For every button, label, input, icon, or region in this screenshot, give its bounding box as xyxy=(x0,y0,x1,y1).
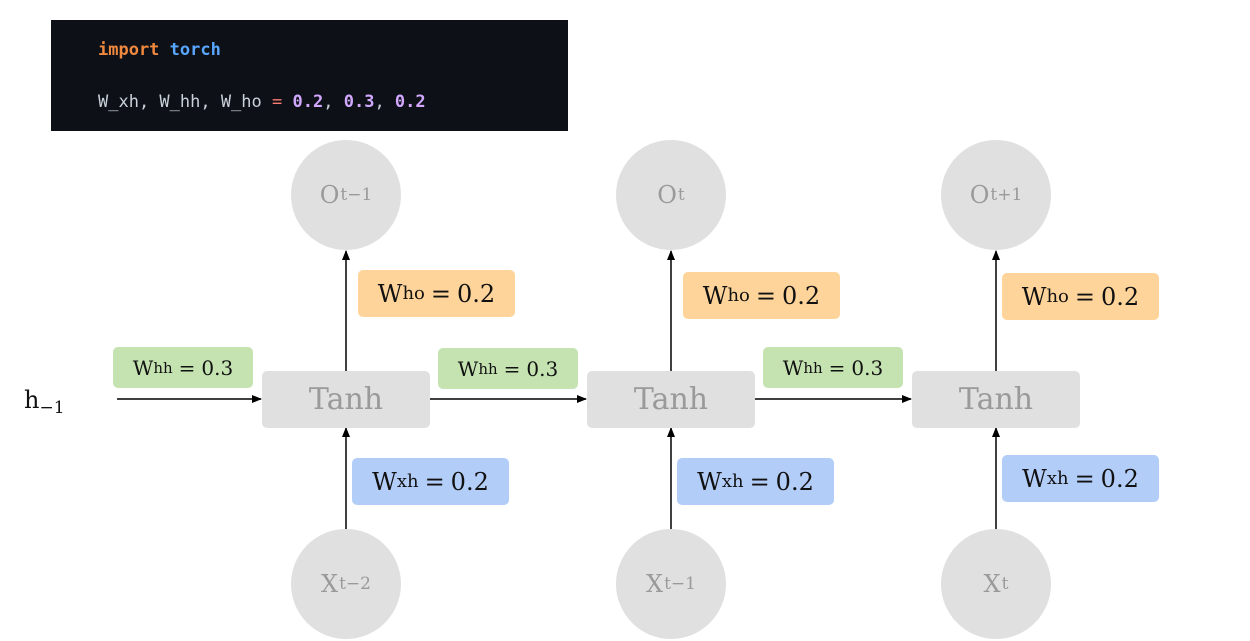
w-sub: hh xyxy=(478,359,498,378)
w-base: W xyxy=(697,467,722,496)
tanh-cell-3: Tanh xyxy=(912,371,1080,428)
output-3-base: O xyxy=(969,181,990,209)
code-vars: W_xh, W_hh, W_ho xyxy=(98,92,262,112)
input-2-base: X xyxy=(646,570,664,598)
w-eq: = xyxy=(828,355,846,380)
code-value-3: 0.2 xyxy=(394,92,426,112)
w-base: W xyxy=(457,356,479,381)
code-line-weights: W_xh, W_hh, W_ho = 0.2, 0.3, 0.2 xyxy=(98,92,426,112)
w-value: 0.2 xyxy=(450,467,489,496)
w-base: W xyxy=(1022,464,1047,493)
w-base: W xyxy=(377,279,403,308)
w-sub: xh xyxy=(396,471,419,492)
code-sep-1: , xyxy=(323,92,344,112)
w-eq: = xyxy=(424,467,445,496)
w-base: W xyxy=(782,355,804,380)
w-value: 0.3 xyxy=(526,356,559,381)
w-value: 0.2 xyxy=(1100,464,1139,493)
w-sub: hh xyxy=(803,358,823,377)
input-3-base: X xyxy=(983,570,1001,598)
input-1-sub: t−2 xyxy=(339,574,371,594)
w-value: 0.2 xyxy=(457,279,496,308)
w-base: W xyxy=(1021,282,1047,311)
code-value-1: 0.2 xyxy=(292,92,324,112)
w-sub: xh xyxy=(1046,468,1069,489)
code-line-import: import torch xyxy=(98,40,221,60)
w-sub: hh xyxy=(153,358,173,377)
w-eq: = xyxy=(749,467,770,496)
w-value: 0.2 xyxy=(775,467,814,496)
w-eq: = xyxy=(503,356,521,381)
output-1-sub: t−1 xyxy=(340,185,373,205)
h-sub: −1 xyxy=(39,398,65,418)
h-base: h xyxy=(24,386,40,414)
initial-hidden-state-label: h−1 xyxy=(24,386,65,418)
code-sep-2: , xyxy=(374,92,395,112)
w-eq: = xyxy=(430,279,452,308)
input-1-base: X xyxy=(321,570,339,598)
code-block: import torch W_xh, W_hh, W_ho = 0.2, 0.3… xyxy=(51,20,568,131)
w-base: W xyxy=(372,467,397,496)
w-eq: = xyxy=(1074,282,1096,311)
input-2-sub: t−1 xyxy=(664,574,696,594)
output-3-sub: t+1 xyxy=(990,185,1023,205)
w-eq: = xyxy=(755,281,777,310)
w-value: 0.2 xyxy=(1101,282,1140,311)
w-value: 0.3 xyxy=(201,355,234,380)
output-2-base: O xyxy=(657,181,677,209)
code-value-2: 0.3 xyxy=(343,92,375,112)
w-value: 0.3 xyxy=(851,355,884,380)
w-base: W xyxy=(702,281,728,310)
w-base: W xyxy=(132,355,154,380)
w-eq: = xyxy=(1074,464,1095,493)
code-module-torch: torch xyxy=(169,40,221,60)
w-value: 0.2 xyxy=(782,281,821,310)
w-sub: xh xyxy=(721,471,744,492)
w-sub: ho xyxy=(1046,286,1069,307)
w-sub: ho xyxy=(402,283,425,304)
w-sub: ho xyxy=(727,285,750,306)
code-keyword-import: import xyxy=(98,40,160,60)
output-2-sub: t xyxy=(677,185,685,205)
input-3-sub: t xyxy=(1001,574,1009,594)
code-assign-op: = xyxy=(272,92,283,112)
output-1-base: O xyxy=(319,181,340,209)
tanh-cell-1: Tanh xyxy=(262,371,430,428)
tanh-cell-2: Tanh xyxy=(587,371,755,428)
w-eq: = xyxy=(178,355,196,380)
